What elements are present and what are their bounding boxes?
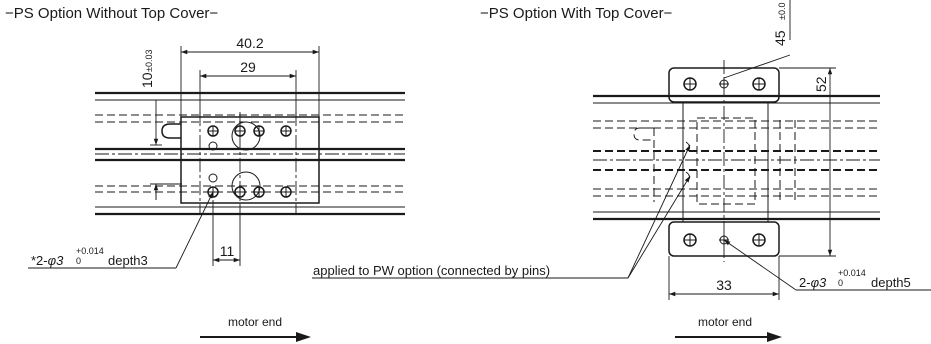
dim-45-tolerance: ±0.0 — [777, 3, 787, 20]
dim-45: 45 — [772, 30, 788, 46]
left-hole-depth: depth3 — [108, 253, 148, 268]
left-motor-end-label: motor end — [228, 315, 282, 329]
right-hole-depth: depth5 — [871, 275, 911, 290]
pin-note: applied to PW option (connected by pins) — [313, 263, 550, 278]
left-hole-tol-lower: 0 — [76, 256, 81, 266]
right-view-title: −PS Option With Top Cover− — [480, 5, 673, 22]
dim-52: 52 — [813, 76, 829, 92]
left-pin-tab — [161, 123, 181, 139]
right-view: −PS Option With Top Cover− — [312, 0, 931, 342]
dim-10-tolerance: ±0.03 — [144, 50, 154, 72]
right-motor-end-label: motor end — [698, 315, 752, 329]
dim-33: 33 — [716, 277, 732, 293]
left-view-title: −PS Option Without Top Cover− — [5, 5, 218, 22]
left-hole-tol-upper: +0.014 — [76, 246, 104, 256]
dim-40-2: 40.2 — [236, 35, 263, 51]
left-rails — [95, 91, 405, 216]
right-rails — [593, 94, 880, 221]
dim-11: 11 — [220, 243, 235, 259]
right-hole-tol-lower: 0 — [838, 278, 843, 288]
dim-29: 29 — [240, 59, 256, 75]
left-slider-block — [180, 116, 320, 204]
right-hole-callout: 2-φ3 — [799, 275, 827, 290]
left-hole-callout: *2-φ3 — [31, 253, 64, 268]
right-hole-tol-upper: +0.014 — [838, 268, 866, 278]
left-view: −PS Option Without Top Cover− — [5, 5, 405, 342]
dim-10: 10 — [139, 72, 155, 88]
